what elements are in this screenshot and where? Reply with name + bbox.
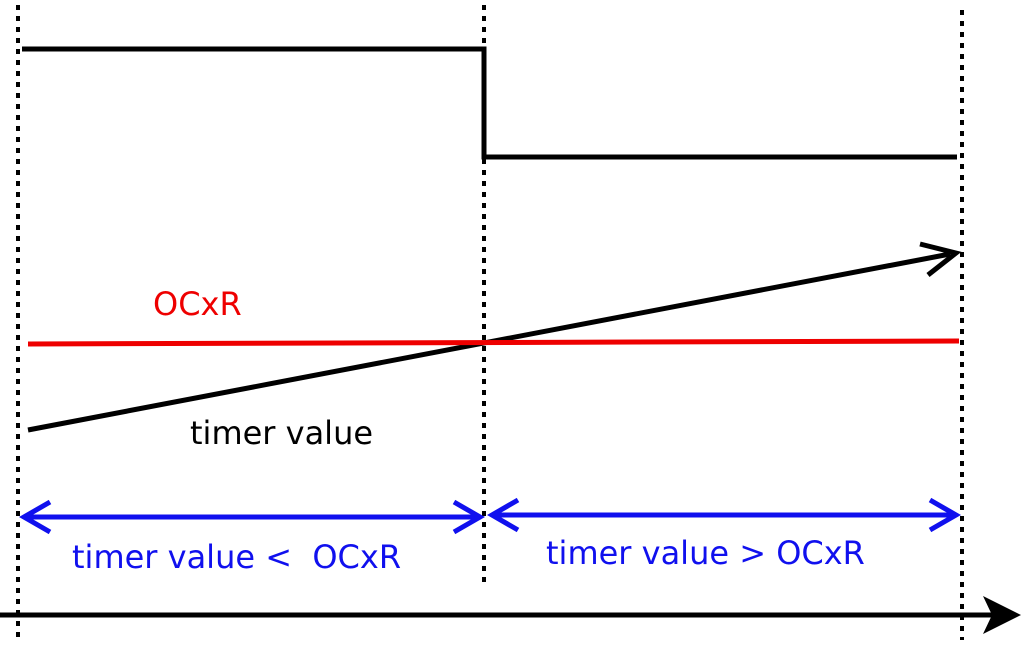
interval-arrow-left: [18, 499, 486, 535]
time-axis-arrowhead: [983, 596, 1021, 634]
timer-value-label: timer value: [190, 414, 373, 452]
region-right-label: timer value > OCxR: [546, 534, 865, 572]
interval-arrow-right: [486, 497, 962, 533]
ocxr-label: OCxR: [153, 285, 242, 323]
timer-ramp-arrowhead: [919, 241, 962, 277]
region-left-label: timer value < OCxR: [72, 538, 401, 576]
ocxr-compare-line: [27, 338, 960, 347]
output-signal: [22, 46, 957, 160]
